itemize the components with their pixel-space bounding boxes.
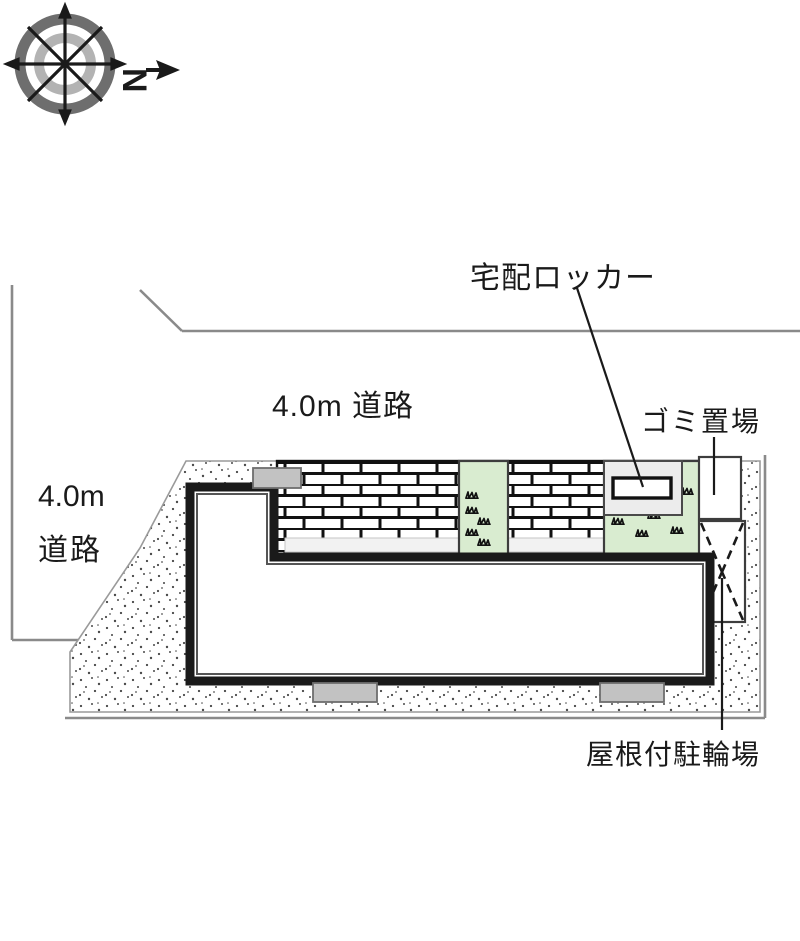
planting-strip-center [457,459,510,558]
leader-lines [575,287,724,730]
label-garbage-area: ゴミ置場 [641,406,762,437]
svg-text:N: N [115,68,153,93]
label-road-top: 4.0m 道路 [272,390,415,423]
ground-blocks [252,467,665,703]
delivery-locker[interactable] [603,460,683,516]
label-road-left-width: 4.0m [38,480,105,513]
compass-rose-icon: N [2,1,180,127]
north-arrow-icon: N [115,60,180,93]
block-south-left [312,682,378,703]
label-covered-bicycle-parking: 屋根付駐輪場 [586,739,761,770]
block-northwest [252,467,302,489]
leader-delivery-locker [575,287,645,488]
label-delivery-locker: 宅配ロッカー [470,262,656,295]
label-road-left-name: 道路 [38,534,102,567]
block-south-right [599,682,665,703]
garbage-area[interactable] [697,455,743,521]
site-boundary [65,455,767,720]
